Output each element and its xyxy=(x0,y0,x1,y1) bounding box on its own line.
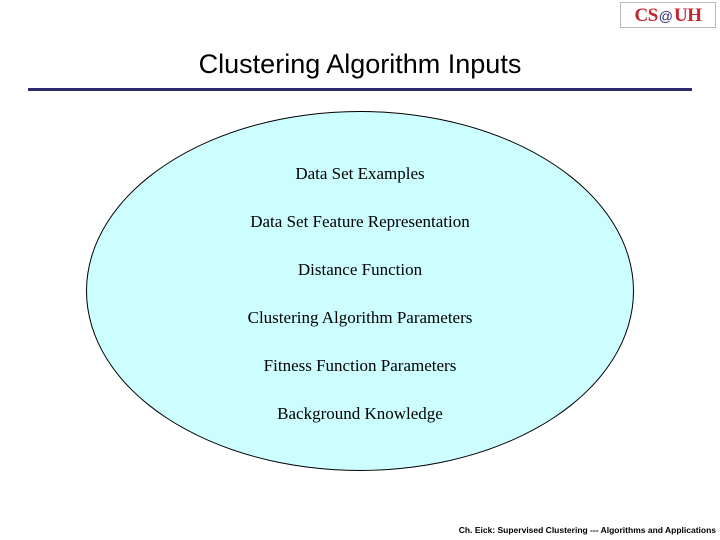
logo-inner: CS @ UH xyxy=(634,4,702,26)
list-item: Data Set Examples xyxy=(295,164,425,183)
list-item: Data Set Feature Representation xyxy=(250,212,470,231)
logo-uh-text: UH xyxy=(674,4,702,26)
ellipse-content: Data Set Examples Data Set Feature Repre… xyxy=(86,111,634,471)
list-item: Clustering Algorithm Parameters xyxy=(247,308,473,327)
logo-cs-text: CS xyxy=(634,4,658,26)
cs-at-uh-logo: CS @ UH xyxy=(620,2,716,28)
ellipse-shape xyxy=(86,111,634,471)
page-title: Clustering Algorithm Inputs xyxy=(198,49,522,79)
list-item: Fitness Function Parameters xyxy=(263,356,457,375)
footer-attribution: Ch. Eick: Supervised Clustering --- Algo… xyxy=(458,525,716,535)
title-divider xyxy=(28,88,692,91)
list-item: Distance Function xyxy=(297,260,423,279)
list-item: Background Knowledge xyxy=(277,404,443,423)
at-symbol-icon: @ xyxy=(658,8,673,24)
